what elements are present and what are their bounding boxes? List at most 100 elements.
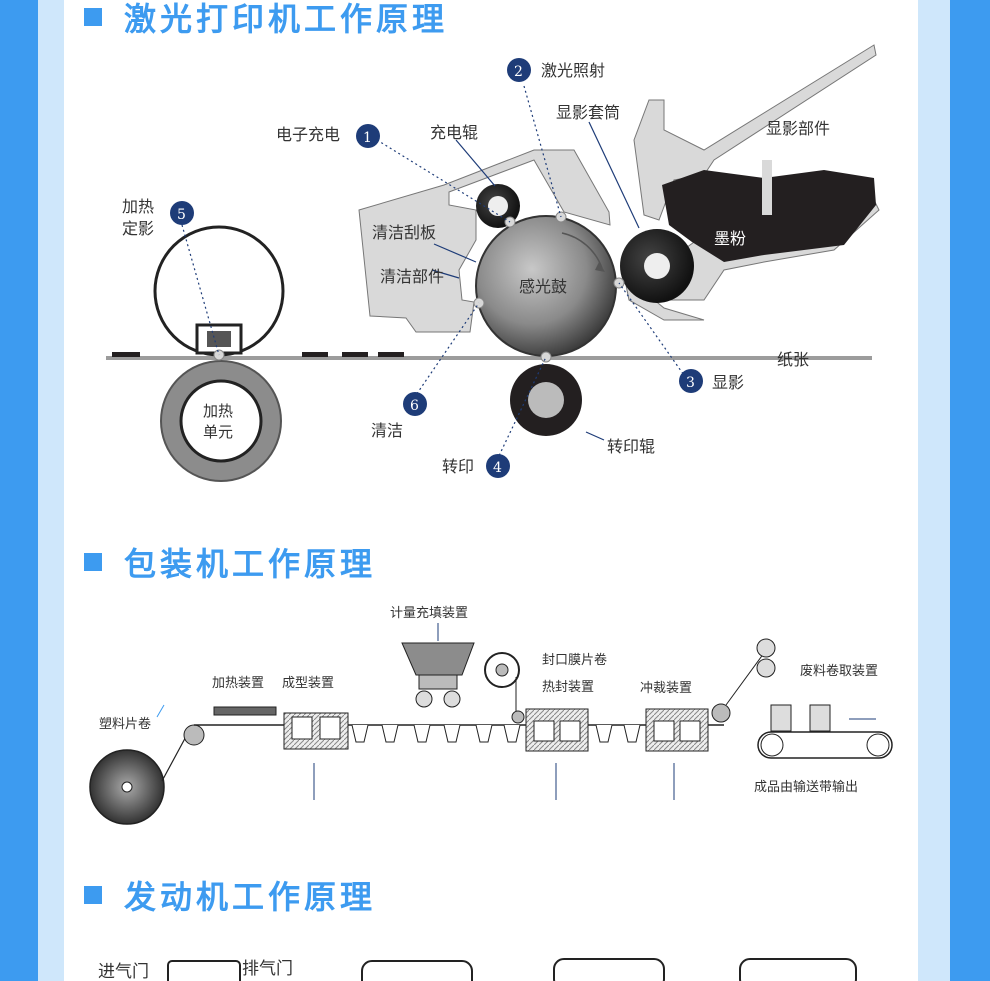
heater-label: 加热装置 — [212, 676, 264, 691]
waste-line — [725, 652, 765, 706]
content-panel: 激光打印机工作原理 包装机工作原理 发动机工作原理 — [64, 0, 918, 981]
heading-square-icon — [84, 553, 102, 571]
engine-section-title: 发动机工作原理 — [124, 878, 377, 916]
charge-electron-label: 电子充电 — [276, 125, 340, 144]
heat-unit-label-1: 加热 — [203, 402, 233, 420]
heat-seal-cavity — [533, 720, 555, 742]
laser-printer-diagram: 墨粉 加热 单元 感光鼓 — [106, 44, 880, 482]
clean-label: 清洁 — [371, 421, 403, 440]
heat-seal-cavity — [559, 720, 581, 742]
developer-unit-label: 显影部件 — [766, 119, 830, 138]
seal-guide-roller — [511, 710, 525, 724]
meter-body — [418, 674, 458, 690]
meter-hopper — [401, 642, 475, 676]
formed-cups — [351, 724, 641, 743]
forming-label: 成型装置 — [282, 676, 334, 691]
finished-product — [809, 704, 831, 732]
fuser-heater-element — [207, 331, 231, 347]
packaging-machine-diagram: 塑料片卷 加热装置 成型装置 计量充填装置 — [89, 605, 893, 825]
toner-divider — [762, 160, 772, 215]
badge-3 — [679, 369, 703, 393]
exhaust-valve-label: 排气门 — [242, 959, 293, 979]
leader-lines — [181, 85, 687, 461]
laser-section-heading: 激光打印机工作原理 — [84, 0, 448, 40]
badge-1 — [356, 124, 380, 148]
badge-2 — [507, 58, 531, 82]
developer-sleeve-axle — [644, 253, 670, 279]
engine-cylinder-4 — [739, 958, 857, 981]
meter-wheel — [443, 690, 461, 708]
right-border-strip — [918, 0, 950, 981]
output-label: 成品由输送带输出 — [754, 779, 858, 795]
meter-wheel — [415, 690, 433, 708]
heading-square-icon — [84, 8, 102, 26]
engine-cylinder-1 — [167, 960, 241, 981]
toner-mass — [662, 170, 876, 262]
transfer-roller-label: 转印辊 — [607, 437, 655, 456]
badge-5 — [170, 201, 194, 225]
punch-cavity — [653, 720, 675, 742]
conveyor-belt — [757, 731, 893, 759]
drum-label: 感光鼓 — [519, 277, 567, 296]
packaging-section-heading: 包装机工作原理 — [84, 539, 376, 585]
meter-label: 计量充填装置 — [390, 605, 468, 621]
engine-section-heading: 发动机工作原理 — [84, 872, 376, 918]
heat-unit-label-2: 单元 — [203, 423, 233, 441]
conveyor-pulley — [760, 733, 784, 757]
badge-6-number: 6 — [410, 398, 419, 414]
heat-unit-core — [179, 379, 263, 463]
heat-fix-label-1: 加热 — [122, 197, 154, 216]
waste-roller — [756, 638, 776, 658]
conveyor-pulley — [866, 733, 890, 757]
waste-guide-roller — [711, 703, 731, 723]
toner-label: 墨粉 — [714, 229, 746, 248]
toner-mark — [302, 352, 328, 357]
transfer-roller-core — [528, 382, 564, 418]
badge-1-number: 1 — [363, 130, 372, 146]
heat-fix-label-2: 定影 — [122, 219, 154, 238]
heater-plate — [213, 706, 277, 716]
intake-valve-label: 进气门 — [98, 962, 149, 981]
developer-sleeve-label: 显影套筒 — [556, 103, 620, 122]
toner-mark — [342, 352, 368, 357]
seal-film-label: 封口膜片卷 — [542, 652, 607, 668]
badge-6 — [403, 392, 427, 416]
engine-diagram: 进气门 排气门 — [98, 958, 857, 981]
charge-roller-axle — [488, 196, 508, 216]
cleaning-blade-label: 清洁刮板 — [372, 223, 436, 242]
seal-film-axle — [495, 663, 509, 677]
laser-section-title: 激光打印机工作原理 — [124, 0, 449, 38]
heading-square-icon — [84, 886, 102, 904]
waste-roller — [756, 658, 776, 678]
step-badges: 1 2 3 4 5 6 — [170, 58, 703, 478]
cleaning-unit-label: 清洁部件 — [380, 267, 444, 286]
badge-5-number: 5 — [177, 207, 186, 223]
charge-roller-label: 充电辊 — [430, 123, 478, 142]
arrow-head — [595, 262, 605, 272]
badge-2-number: 2 — [514, 64, 523, 80]
finished-product — [770, 704, 792, 732]
laser-expose-label: 激光照射 — [541, 61, 605, 80]
toner-mark — [378, 352, 404, 357]
forming-cavity — [319, 716, 341, 740]
plastic-roll-label: 塑料片卷 — [99, 716, 151, 732]
packaging-section-title: 包装机工作原理 — [124, 545, 377, 583]
plastic-roll-axle — [121, 781, 133, 793]
punch-label: 冲裁装置 — [640, 680, 692, 696]
punch-cavity — [679, 720, 701, 742]
forming-cavity — [291, 716, 313, 740]
toner-mark — [112, 352, 140, 357]
guide-roller — [183, 724, 205, 746]
engine-cylinder-3 — [553, 958, 665, 981]
paper-label: 纸张 — [777, 350, 809, 369]
badge-4-number: 4 — [493, 460, 502, 476]
engine-cylinder-2 — [361, 960, 473, 981]
drum-rotation-arrow — [561, 232, 603, 269]
left-border-strip — [38, 0, 64, 981]
pointer-arrow — [156, 704, 165, 718]
develop-label: 显影 — [712, 373, 744, 392]
pointer-lines — [431, 121, 824, 441]
transfer-label: 转印 — [442, 457, 474, 476]
badge-4 — [486, 454, 510, 478]
waste-label: 废料卷取装置 — [800, 663, 878, 679]
